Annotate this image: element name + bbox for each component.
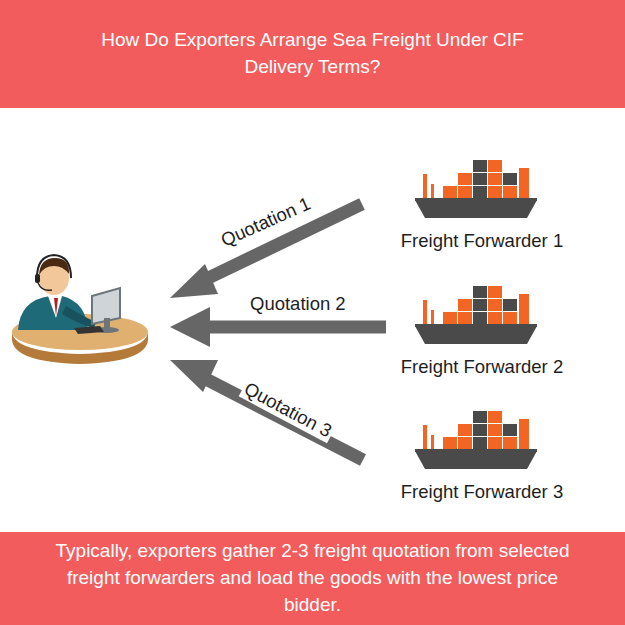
ship-icon xyxy=(415,286,537,344)
forwarder-name: Freight Forwarder 2 xyxy=(401,356,563,378)
quotation-arrows xyxy=(170,204,386,460)
forwarder-node: Freight Forwarder 1 xyxy=(401,230,563,252)
quotation-label: Quotation 2 xyxy=(248,293,348,315)
caption-band: Typically, exporters gather 2-3 freight … xyxy=(0,532,625,625)
forwarder-node: Freight Forwarder 2 xyxy=(401,356,563,378)
ship-icon xyxy=(415,160,537,218)
title: How Do Exporters Arrange Sea Freight Und… xyxy=(68,27,558,81)
title-band: How Do Exporters Arrange Sea Freight Und… xyxy=(0,0,625,108)
forwarder-name: Freight Forwarder 3 xyxy=(401,481,563,503)
ship-icon xyxy=(415,411,537,469)
forwarder-node: Freight Forwarder 3 xyxy=(401,481,563,503)
caption: Typically, exporters gather 2-3 freight … xyxy=(53,538,573,619)
forwarder-name: Freight Forwarder 1 xyxy=(401,230,563,252)
exporter-illustration xyxy=(12,255,148,364)
